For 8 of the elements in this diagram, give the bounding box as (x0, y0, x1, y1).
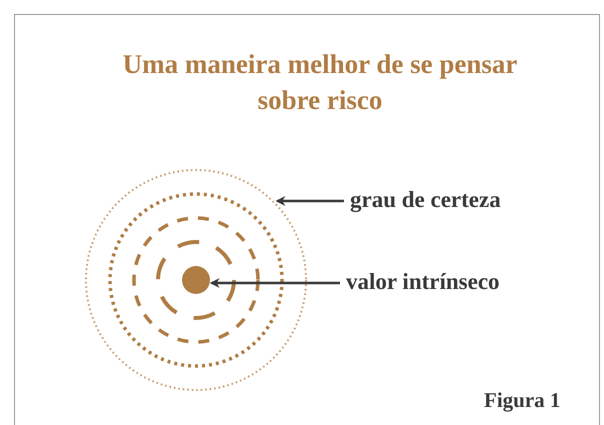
dotted-circle (84, 168, 308, 392)
center-dot (182, 266, 210, 294)
figure-caption: Figura 1 (484, 388, 560, 413)
callout-text: valor intrínseco (346, 268, 560, 296)
leader-arrow (210, 278, 340, 288)
title: Uma maneira melhor de se pensar sobre risco (122, 48, 518, 117)
leader-arrow (275, 196, 344, 206)
callout-text: grau de certeza (350, 186, 560, 214)
